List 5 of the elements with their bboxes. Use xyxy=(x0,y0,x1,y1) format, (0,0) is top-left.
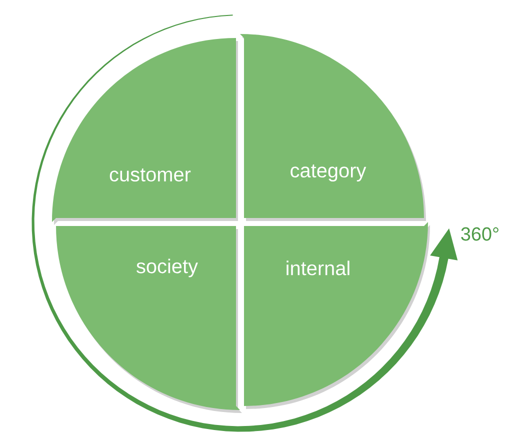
quadrant-sector: society xyxy=(56,226,242,413)
quadrant-sector: category xyxy=(240,34,426,221)
quadrant-sector: customer xyxy=(52,38,238,225)
quadrant-sector: internal xyxy=(244,222,430,409)
angle-label: 360° xyxy=(461,227,498,241)
